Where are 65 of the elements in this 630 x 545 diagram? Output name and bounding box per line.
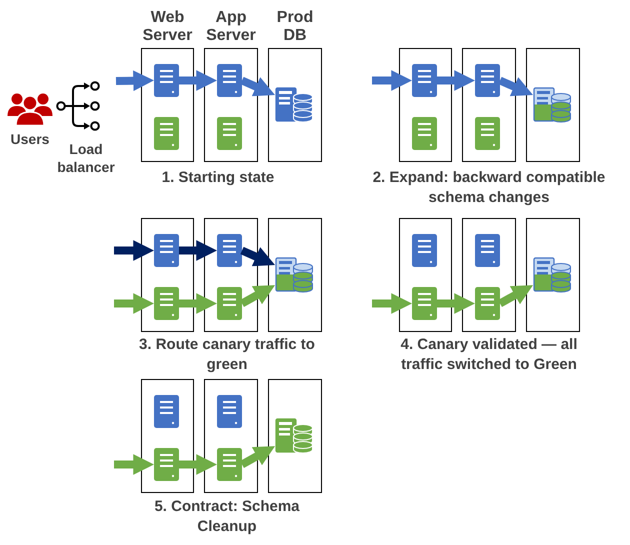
tier-frame [204, 218, 258, 332]
database-icon [275, 418, 313, 454]
arrow [372, 293, 412, 314]
arrow [240, 246, 276, 266]
tier-frame [204, 379, 258, 493]
database-icon [533, 257, 571, 293]
tier-frame [268, 379, 322, 493]
server-icon [475, 234, 500, 267]
arrow [114, 293, 154, 314]
arrow [114, 454, 154, 475]
server-icon [217, 117, 242, 150]
server-icon [412, 287, 437, 320]
column-heading: App Server [205, 9, 257, 45]
arrow [498, 76, 534, 96]
tier-frame [268, 218, 322, 332]
column-heading: Web Server [142, 9, 194, 45]
server-icon [217, 64, 242, 97]
tier-frame [526, 48, 580, 162]
tier-frame [462, 218, 516, 332]
tier-frame [141, 379, 194, 493]
server-icon [217, 395, 242, 428]
server-icon [217, 287, 242, 320]
arrow [240, 446, 276, 468]
panel-caption: 1. Starting state [160, 168, 276, 188]
tier-frame [399, 218, 452, 332]
server-icon [217, 234, 242, 267]
node-label: Load balancer [56, 140, 116, 176]
server-icon [412, 234, 437, 267]
server-icon [475, 117, 500, 150]
database-icon [533, 87, 571, 123]
arrow [179, 240, 218, 261]
tier-frame [526, 218, 580, 332]
server-icon [217, 448, 242, 481]
panel-caption: 5. Contract: Schema Cleanup [153, 497, 301, 537]
database-icon [275, 87, 313, 123]
server-icon [154, 395, 179, 428]
server-icon [154, 64, 179, 97]
arrow [437, 293, 476, 314]
node-label: Users [10, 130, 50, 148]
server-icon [412, 117, 437, 150]
arrow [116, 70, 154, 92]
server-icon [154, 287, 179, 320]
arrow [179, 70, 218, 91]
server-icon [475, 64, 500, 97]
arrow [179, 293, 218, 314]
arrow [372, 70, 412, 91]
server-icon [154, 117, 179, 150]
server-icon [154, 448, 179, 481]
arrow [114, 240, 154, 261]
arrow [240, 76, 276, 96]
column-heading: Prod DB [276, 9, 314, 45]
arrow [240, 285, 276, 307]
server-icon [412, 64, 437, 97]
tier-frame [399, 48, 452, 162]
arrow [179, 454, 218, 475]
panel-caption: 4. Canary validated — all traffic switched to Green [400, 335, 578, 375]
server-icon [475, 287, 500, 320]
server-icon [154, 234, 179, 267]
arrow [437, 70, 476, 91]
tier-frame [462, 48, 516, 162]
panel-caption: 2. Expand: backward compatible schema changes [372, 168, 606, 208]
arrow [498, 285, 534, 307]
database-icon [275, 257, 313, 293]
panel-caption: 3. Route canary traffic to green [138, 335, 316, 375]
tier-frame [141, 218, 194, 332]
